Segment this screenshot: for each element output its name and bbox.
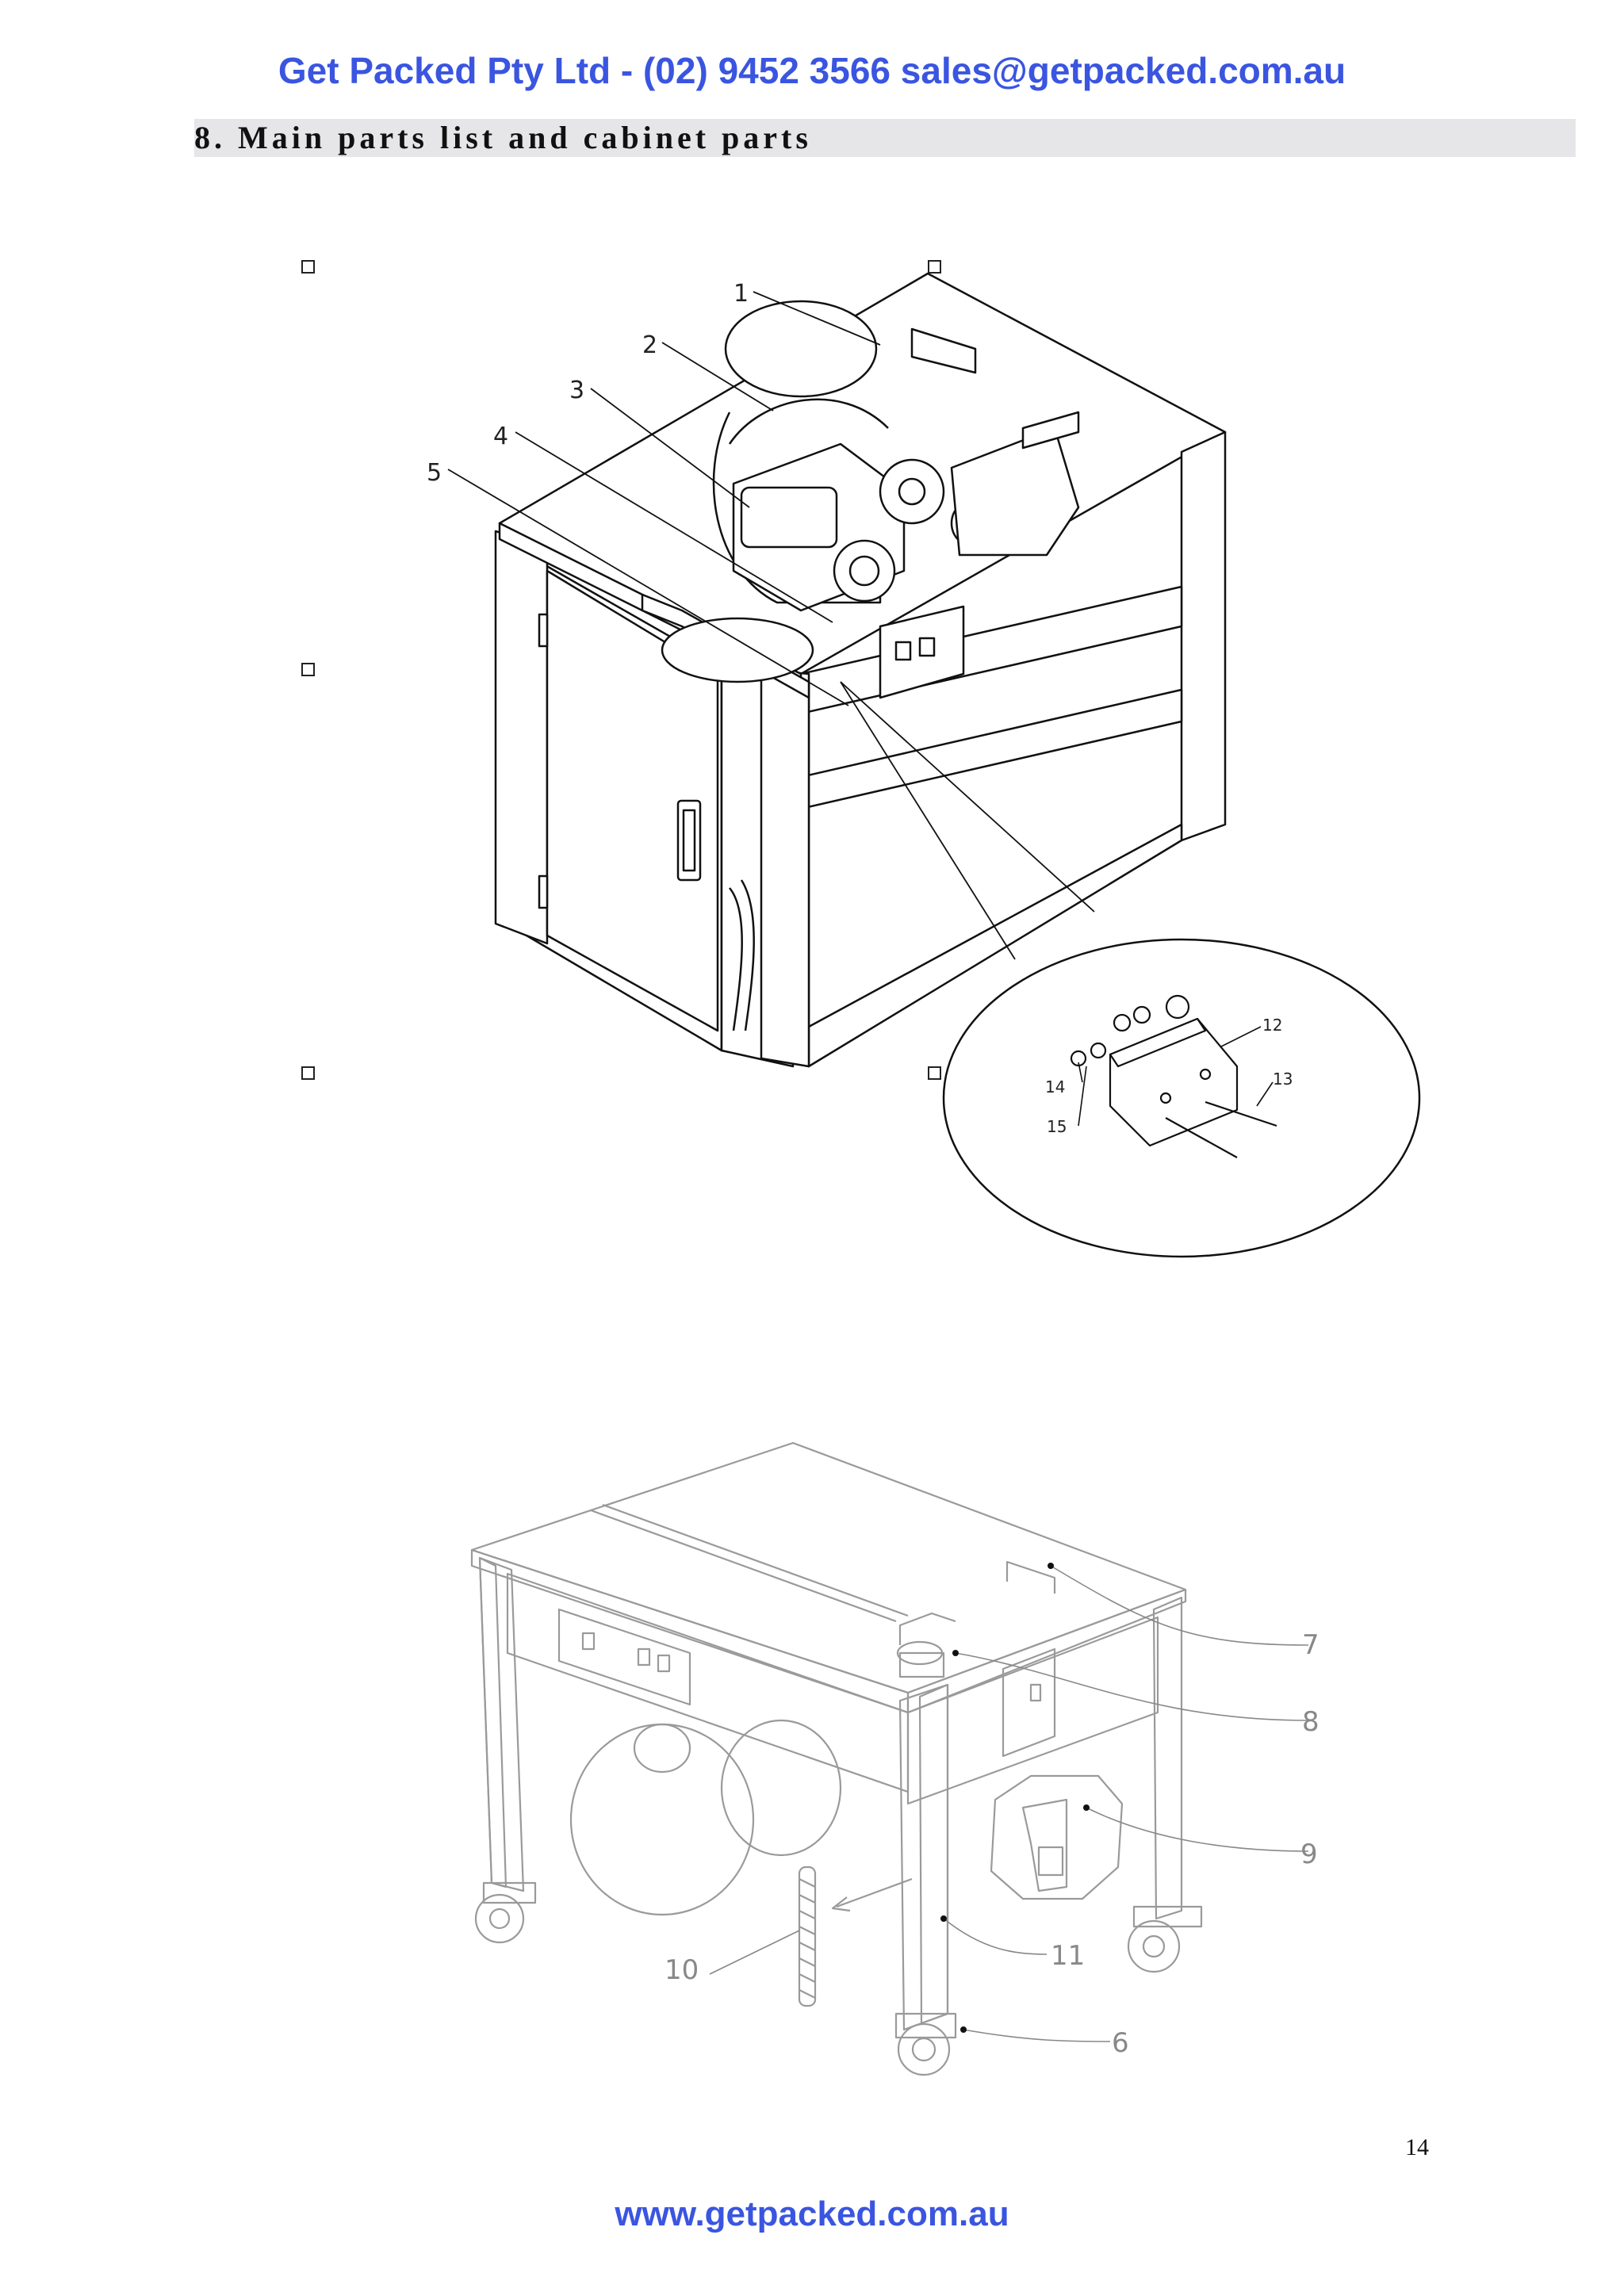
caster-front-right <box>894 2012 957 2076</box>
detail-callout-14: 14 <box>1045 1077 1065 1096</box>
callout-7: 7 <box>1302 1629 1320 1661</box>
frame-marker-mid-left <box>301 663 315 676</box>
cabinet-door <box>546 569 719 1032</box>
detail-callout-12: 12 <box>1262 1016 1282 1035</box>
frame-table-top <box>470 1441 1187 1694</box>
caster-front-left <box>474 1881 537 1944</box>
callout-3: 3 <box>569 377 584 404</box>
frame-marker-top-right <box>928 260 941 274</box>
frame-marker-bottom-left <box>301 1066 315 1080</box>
right-leg <box>1180 430 1227 842</box>
front-apron <box>506 1572 910 1793</box>
callout-10: 10 <box>665 1954 699 1986</box>
detail-callout-13: 13 <box>1273 1070 1293 1089</box>
callout-11: 11 <box>1051 1940 1085 1972</box>
cabinet-parts-diagram: 1 2 3 4 5 12 13 14 15 <box>427 272 1421 1258</box>
callout-2: 2 <box>642 331 657 359</box>
frame-strap-reel <box>569 1723 755 1916</box>
motor-body <box>740 486 838 549</box>
website-footer[interactable]: www.getpacked.com.au <box>615 2195 1009 2233</box>
callout-8: 8 <box>1302 1706 1320 1738</box>
section-heading-bar <box>194 119 1576 157</box>
side-apron <box>906 1616 1159 1805</box>
company-header: Get Packed Pty Ltd - (02) 9452 3566 sale… <box>278 50 1346 91</box>
front-left-leg <box>478 1556 525 1892</box>
callout-4: 4 <box>493 423 508 450</box>
door-handle <box>676 799 702 882</box>
callout-5: 5 <box>427 459 442 487</box>
frame-marker-top-left <box>301 260 315 274</box>
callout-1: 1 <box>733 280 749 308</box>
section-title: 8. Main parts list and cabinet parts <box>194 120 812 155</box>
callout-6: 6 <box>1112 2027 1129 2059</box>
frame-control-panel <box>557 1608 691 1706</box>
callout-9: 9 <box>1300 1839 1318 1870</box>
lower-crossbeam <box>799 688 1183 810</box>
caster-rear-right <box>1127 1905 1203 1973</box>
page-number: 14 <box>1405 2134 1429 2160</box>
front-right-leg <box>898 1683 949 2031</box>
spring-part <box>798 1866 817 2007</box>
strap-reel <box>724 300 878 398</box>
detail-callout-15: 15 <box>1047 1117 1067 1136</box>
frame-marker-bottom-right <box>928 1066 941 1080</box>
bracket-detail <box>990 1774 1124 1900</box>
rear-right-leg <box>1152 1596 1183 1920</box>
